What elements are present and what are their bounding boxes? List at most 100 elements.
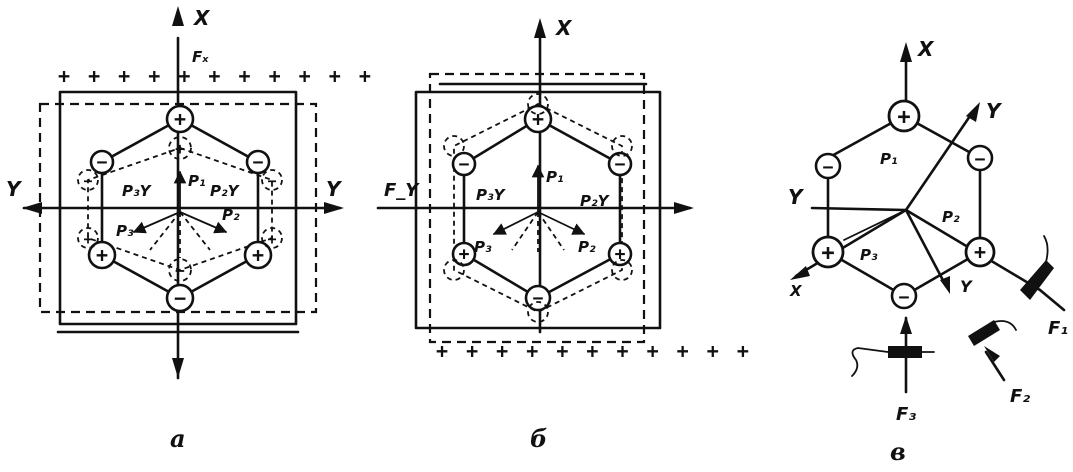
atom-plus-br-b: +	[607, 241, 633, 267]
label-f1-c: F₁	[1048, 318, 1068, 339]
y-axis-label-top-c: Y	[986, 99, 1003, 123]
atom-minus-tr-a: −	[245, 149, 271, 175]
caption-b: б	[530, 424, 547, 453]
clamp-f1-icon	[1020, 235, 1054, 300]
x-axis-label-bottom-c: X	[789, 282, 803, 300]
force-label-a: Fₓ	[192, 48, 209, 66]
atom-plus-top-a: +	[165, 104, 195, 134]
vector-p3-a	[132, 211, 181, 234]
label-p3-a: P₃	[116, 222, 134, 240]
atom-plus-bl-b: +	[451, 241, 477, 267]
clamp-f3-icon	[851, 346, 935, 377]
vector-p3-b	[492, 211, 539, 235]
atom-plus-br-c: +	[964, 236, 996, 268]
surface-charges-bottom-b: + + + + + + + + + + +	[436, 339, 752, 363]
atom-dashed-tl-b	[443, 135, 465, 157]
label-p3-c: P₃	[860, 246, 878, 264]
x-axis-arrow-lower-c	[790, 266, 810, 280]
svg-text:+: +	[252, 243, 264, 267]
label-p2-a: P₂	[222, 206, 240, 224]
svg-text:−: −	[97, 152, 108, 173]
atom-dashed-tl-a: −	[77, 169, 99, 191]
svg-text:−: −	[823, 157, 834, 178]
label-p1-a: P₁	[188, 172, 206, 190]
svg-text:−: −	[899, 287, 910, 308]
atom-minus-tl-b: −	[451, 151, 477, 177]
x-axis-arrow-b	[534, 18, 546, 38]
svg-text:−: −	[975, 149, 986, 170]
x-axis-arrow-top-c	[900, 42, 912, 62]
svg-text:+: +	[615, 244, 626, 265]
svg-text:−: −	[175, 261, 185, 280]
y-axis-left-c	[810, 206, 908, 212]
atom-dashed-br-b	[611, 259, 633, 281]
svg-text:−: −	[174, 286, 186, 310]
atom-plus-top-c: +	[887, 99, 921, 133]
svg-text:+: +	[974, 240, 986, 264]
svg-text:−: −	[267, 172, 276, 190]
atom-plus-top-b: +	[523, 104, 553, 134]
atom-dashed-tr-b	[611, 135, 633, 157]
x-axis-arrow-a	[172, 6, 184, 26]
x-axis-lower-c	[794, 208, 908, 278]
svg-text:+: +	[174, 107, 186, 131]
hexagon-c	[826, 114, 982, 298]
hexagon-dashed-b	[453, 102, 623, 314]
label-p3y-b: P₃Y	[476, 186, 507, 204]
atom-minus-tl-a: −	[89, 149, 115, 175]
force-f1-line-c	[1038, 288, 1066, 312]
svg-text:−: −	[459, 154, 470, 175]
svg-text:+: +	[532, 107, 544, 131]
atom-minus-bottom-a: −	[165, 283, 195, 313]
vector-p2-b	[537, 211, 586, 235]
svg-text:+: +	[897, 105, 910, 130]
svg-text:+: +	[83, 230, 92, 248]
atom-dashed-br-a: +	[261, 227, 283, 249]
atom-plus-bl-a: +	[87, 240, 117, 270]
crystal-outline-b	[414, 90, 662, 330]
label-p3y-a: P₃Y	[122, 182, 153, 200]
y-axis-label-right-a: Y	[326, 177, 343, 201]
svg-text:−: −	[83, 172, 92, 190]
vector-dash1-a	[149, 211, 181, 251]
x-axis-label-a: X	[192, 6, 211, 30]
label-p3-b: P₃	[474, 238, 492, 256]
force-label-b: F_Y	[384, 180, 420, 201]
vector-dash2-b	[511, 211, 539, 251]
vector-p2-a	[179, 211, 228, 234]
atom-minus-tr-c: −	[966, 144, 994, 172]
y-axis-arrow-lower-c	[940, 276, 950, 294]
clamp-f2-icon	[968, 320, 1017, 346]
panel-a: X Fₓ + + + + + + + + + + + Y Y + − + − +…	[6, 6, 374, 453]
svg-text:+: +	[821, 241, 834, 266]
svg-text:+: +	[175, 139, 185, 158]
label-p2y-b: P₂Y	[580, 192, 611, 210]
hexagon-dashed-a	[87, 147, 273, 271]
atom-minus-tr-b: −	[607, 151, 633, 177]
label-p2-c: P₂	[942, 208, 960, 226]
caption-c: в	[890, 437, 906, 466]
force-f3-arrow-c	[900, 316, 912, 334]
x-axis-label-b: X	[554, 16, 573, 40]
atom-dashed-bl-a: +	[77, 227, 99, 249]
force-f2-arrow-c	[984, 346, 1000, 362]
atom-minus-bottom-c: −	[890, 282, 918, 310]
y-axis-arrow-left-a	[22, 202, 42, 214]
atom-dashed-bl-b	[443, 259, 465, 281]
atom-dashed-bottom-a: −	[168, 258, 192, 282]
label-p2-b: P₂	[578, 238, 596, 256]
force-arrow-bottom-a	[172, 358, 184, 378]
label-p2y-a: P₂Y	[210, 182, 241, 200]
surface-charges-top-a: + + + + + + + + + + +	[58, 64, 374, 88]
y-axis-label-bottom-c: Y	[960, 277, 973, 296]
y-axis-upper-c	[904, 114, 972, 212]
atom-dashed-bottom-b	[527, 301, 549, 323]
force-f2-line-c	[984, 350, 1006, 382]
svg-text:−: −	[615, 154, 626, 175]
atom-dashed-top-a: +	[168, 136, 192, 160]
y-axis-label-left-a: Y	[6, 177, 23, 201]
label-p1-b: P₁	[546, 168, 564, 186]
svg-text:−: −	[253, 152, 264, 173]
label-f2-c: F₂	[1010, 386, 1030, 407]
